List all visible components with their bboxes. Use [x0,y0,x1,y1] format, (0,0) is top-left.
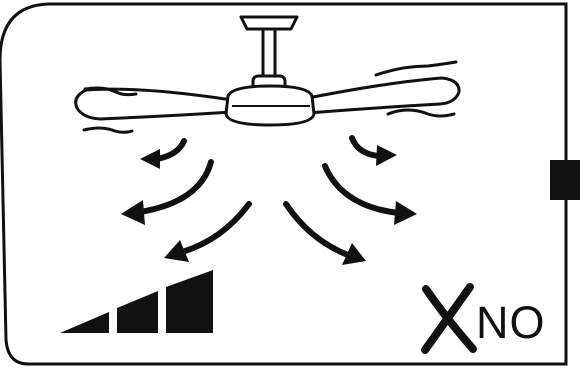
speed-bar-high [166,270,213,333]
square-marker-icon [550,160,580,200]
speed-bar-medium [117,291,158,333]
speed-bars-icon [60,270,213,333]
cross-mark-icon [425,287,473,350]
airflow-arrows-icon [140,138,398,255]
speed-bar-low [60,312,109,333]
no-label: NO [476,300,546,345]
ceiling-fan-icon [76,17,459,125]
